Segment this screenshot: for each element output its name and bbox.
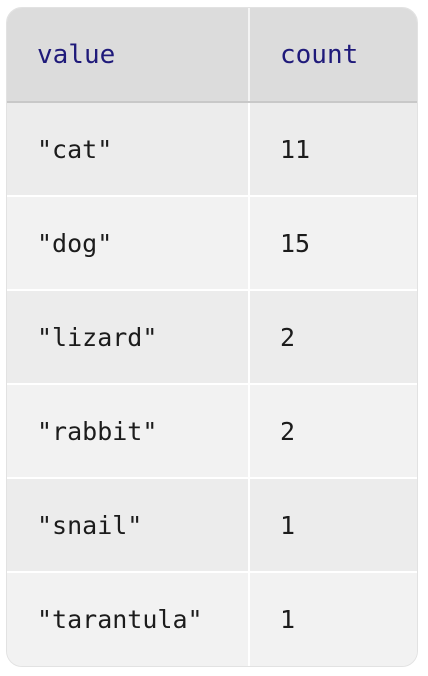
table-row: "tarantula" 1 xyxy=(7,571,417,666)
table-row: "cat" 11 xyxy=(7,102,417,196)
cell-count: 15 xyxy=(248,195,417,290)
cell-count: 2 xyxy=(248,383,417,478)
column-header-count[interactable]: count xyxy=(248,8,417,103)
cell-value: "dog" xyxy=(7,195,249,290)
cell-value: "cat" xyxy=(37,134,113,164)
table-row: "rabbit" 2 xyxy=(7,383,417,478)
cell-count: 1 xyxy=(248,571,417,666)
cell-count: 11 xyxy=(248,102,417,196)
table-row: "snail" 1 xyxy=(7,477,417,572)
table-row: "lizard" 2 xyxy=(7,289,417,384)
cell-count: 1 xyxy=(248,477,417,572)
cell-value: "lizard" xyxy=(7,289,249,384)
cell-value: "rabbit" xyxy=(7,383,249,478)
cell-count: 2 xyxy=(248,289,417,384)
table-row: "dog" 15 xyxy=(7,195,417,290)
table-header: value count xyxy=(7,8,417,103)
value-count-table: value count "cat" 11 "dog" 15 "lizard" 2… xyxy=(7,8,417,666)
table-body: "cat" 11 "dog" 15 "lizard" 2 "rabbit" 2 … xyxy=(7,102,417,666)
data-table-container: value count "cat" 11 "dog" 15 "lizard" 2… xyxy=(6,7,418,667)
cell-value: "tarantula" xyxy=(7,571,249,666)
cell-value: "snail" xyxy=(7,477,249,572)
column-header-value[interactable]: value xyxy=(7,8,249,103)
header-row: value count xyxy=(7,8,417,103)
